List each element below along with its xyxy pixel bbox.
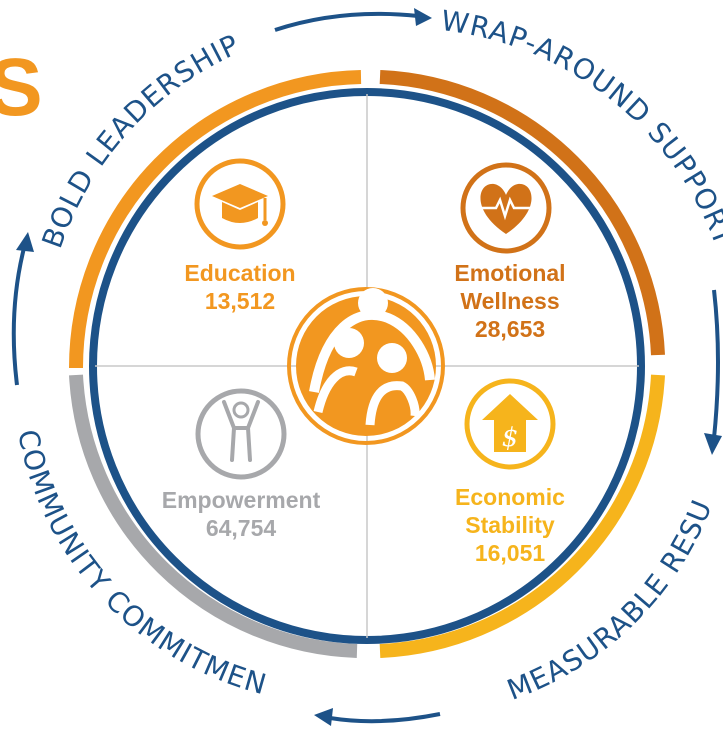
quadrant-emotional-wellness: Emotional Wellness 28,653 <box>454 162 566 342</box>
partial-heading-letter: S <box>0 42 43 133</box>
cycle-arrow-bottom <box>314 708 441 726</box>
cycle-arrow-right <box>704 289 722 455</box>
education-label: Education <box>184 260 295 286</box>
emotional-label-line1: Emotional <box>454 260 565 286</box>
quadrant-empowerment: Empowerment 64,754 <box>162 388 321 541</box>
cycle-arrow-left <box>11 232 34 386</box>
economic-count: 16,051 <box>475 540 546 566</box>
education-count: 13,512 <box>205 288 275 314</box>
family-logo-icon <box>287 287 445 445</box>
dollar-house-icon: $ <box>464 378 556 470</box>
graduation-cap-icon <box>194 158 286 250</box>
ring-segment-support <box>379 70 665 356</box>
ring-segment-results <box>379 374 665 658</box>
ring-segment-commitment <box>69 374 358 658</box>
empowerment-count: 64,754 <box>206 515 277 541</box>
heartbeat-icon <box>460 162 552 254</box>
cycle-arrow-top <box>274 8 432 32</box>
raised-arms-person-icon <box>195 388 287 480</box>
quadrant-economic-stability: $ Economic Stability 16,051 <box>455 378 565 566</box>
svg-text:$: $ <box>502 423 519 453</box>
ring-segment-leadership <box>69 70 362 369</box>
economic-label-line1: Economic <box>455 484 565 510</box>
economic-label-line2: Stability <box>465 512 555 538</box>
emotional-label-line2: Wellness <box>460 288 559 314</box>
quadrant-education: Education 13,512 <box>184 158 296 314</box>
empowerment-label: Empowerment <box>162 487 321 513</box>
emotional-count: 28,653 <box>475 316 545 342</box>
